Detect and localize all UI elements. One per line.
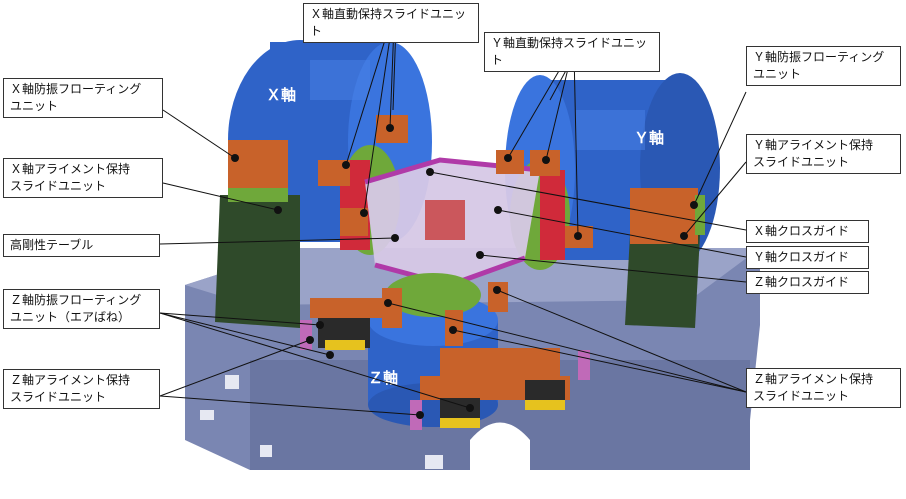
label-y-cross-guide: Ｙ軸クロスガイド — [746, 246, 869, 269]
label-z-alignment-right: Ｚ軸アライメント保持 スライドユニット — [746, 368, 901, 408]
label-z-cross-guide: Ｚ軸クロスガイド — [746, 271, 869, 294]
y-axis-mark: Ｙ軸 — [634, 129, 664, 147]
label-y-alignment: Ｙ軸アライメント保持 スライドユニット — [746, 134, 901, 174]
left-pillar — [215, 140, 300, 328]
label-rigid-table: 高剛性テーブル — [3, 234, 160, 257]
cross-guide-assembly — [318, 115, 593, 288]
z-axis-mark: Ｚ軸 — [368, 369, 398, 387]
label-z-floating: Ｚ軸防振フローティング ユニット（エアばね） — [3, 289, 160, 329]
z-floating-units — [300, 282, 590, 430]
label-x-floating: Ｘ軸防振フローティング ユニット — [3, 78, 163, 118]
right-pillar — [625, 188, 705, 328]
label-y-floating: Ｙ軸防振フローティング ユニット — [746, 46, 901, 86]
leader-dots — [231, 124, 698, 419]
label-x-alignment: Ｘ軸アライメント保持 スライドユニット — [3, 158, 163, 198]
x-axis-mark: Ｘ軸 — [266, 86, 296, 104]
label-x-linear-slide: Ｘ軸直動保持スライドユニット — [303, 3, 479, 43]
label-y-linear-slide: Ｙ軸直動保持スライドユニット — [484, 32, 660, 72]
label-x-cross-guide: Ｘ軸クロスガイド — [746, 220, 869, 243]
label-z-alignment-left: Ｚ軸アライメント保持 スライドユニット — [3, 369, 160, 409]
